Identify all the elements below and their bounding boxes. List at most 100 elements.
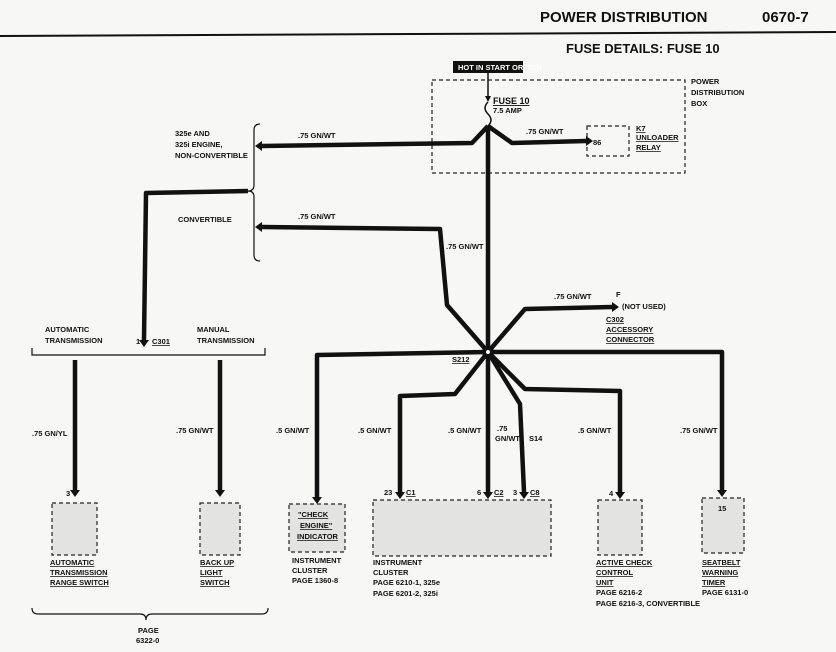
c301-label: C301: [152, 337, 170, 346]
check-engine-caption-3: PAGE 1360-8: [292, 576, 338, 585]
wire-label-c8-2: GN/WT: [495, 434, 520, 443]
wire-c302: [486, 304, 613, 354]
fuse-rating: 7.5 AMP: [493, 106, 522, 115]
arrow-active-check: [615, 492, 625, 499]
wire-seatbelt: [488, 349, 725, 490]
footer-page-1: PAGE: [138, 626, 159, 635]
page-subtitle: FUSE DETAILS: FUSE 10: [566, 41, 720, 56]
arrow-auto-switch: [70, 490, 80, 497]
header-rule: [0, 31, 836, 37]
engine-brace: [247, 123, 261, 262]
active-check-control-unit-box: [597, 499, 643, 556]
seatbelt-caption-1: PAGE 6131-0: [702, 588, 748, 597]
hot-arrow: [485, 96, 491, 102]
cluster-caption-2: CLUSTER: [373, 568, 409, 577]
footer-page-2: 6322-0: [136, 636, 159, 645]
seatbelt-pin: 15: [718, 504, 726, 513]
check-engine-indicator-box: [288, 503, 346, 553]
cluster-conn-c1: C1: [406, 488, 416, 497]
wire-convertible-to-c301: [141, 188, 249, 341]
check-engine-caption-2: CLUSTER: [292, 566, 328, 575]
backup-label-2: LIGHT: [200, 568, 223, 577]
wire-label-engine: .75 GN/WT: [298, 131, 336, 140]
active-check-label-3: UNIT: [596, 578, 614, 587]
check-engine-label-1: "CHECK: [298, 510, 329, 519]
arrow-convertible: [255, 222, 262, 232]
page-brace: [31, 607, 269, 621]
wire-cluster-c1: [397, 350, 490, 492]
c302-pin: F: [616, 290, 621, 299]
wire-label-trunk: .75 GN/WT: [446, 242, 484, 251]
relay-pin: 86: [593, 138, 601, 147]
cluster-caption-4: PAGE 6201-2, 325i: [373, 589, 438, 598]
c302-not-used: (NOT USED): [622, 302, 666, 311]
wire-active-check: [486, 350, 623, 492]
seatbelt-warning-timer-box: [701, 497, 745, 554]
man-trans-label-2: TRANSMISSION: [197, 336, 255, 345]
cluster-caption-1: INSTRUMENT: [373, 558, 423, 567]
cluster-conn-c8: C8: [530, 488, 540, 497]
arrow-engine: [255, 141, 262, 151]
active-check-pin: 4: [609, 489, 614, 498]
wire-label-convertible: .75 GN/WT: [298, 212, 336, 221]
c302-label-1: C302: [606, 315, 624, 324]
arrow-c302: [612, 302, 619, 312]
auto-trans-label-1: AUTOMATIC: [45, 325, 90, 334]
instrument-cluster-box: [372, 499, 552, 557]
wire-label-auto-switch: .75 GN/YL: [32, 429, 68, 438]
hot-label-box: [453, 61, 523, 73]
active-check-caption-2: PAGE 6216-3, CONVERTIBLE: [596, 599, 700, 608]
fuse-name: FUSE 10: [493, 96, 530, 106]
page-code: 0670-7: [762, 9, 809, 26]
splice-s14-label: S14: [529, 434, 543, 443]
arrow-seatbelt: [717, 490, 727, 497]
page-title: POWER DISTRIBUTION: [540, 9, 708, 26]
arrow-relay: [586, 136, 593, 146]
fuse-10-symbol: [484, 101, 492, 127]
splice-s212-label: S212: [452, 355, 470, 364]
wire-label-c1: .5 GN/WT: [358, 426, 392, 435]
wire-convertible: [261, 224, 490, 354]
check-engine-label-2: ENGINE": [300, 521, 333, 530]
arrow-c301: [139, 340, 149, 347]
arrow-c2: [483, 492, 493, 499]
wire-label-seatbelt: .75 GN/WT: [680, 426, 718, 435]
active-check-label-1: ACTIVE CHECK: [596, 558, 653, 567]
cluster-pin-23: 23: [384, 488, 392, 497]
engine-label-2: 325i ENGINE,: [175, 140, 223, 149]
pdb-label-2: DISTRIBUTION: [691, 88, 744, 97]
auto-trans-range-switch-box: [51, 502, 98, 556]
active-check-caption-1: PAGE 6216-2: [596, 588, 642, 597]
check-engine-label-3: INDICATOR: [297, 532, 339, 541]
power-distribution-box: [431, 79, 686, 174]
backup-label-1: BACK UP: [200, 558, 234, 567]
wire-engine-branch: [261, 124, 490, 149]
pdb-label-1: POWER: [691, 77, 720, 86]
cluster-pin-3: 3: [513, 488, 517, 497]
auto-switch-label-1: AUTOMATIC: [50, 558, 95, 567]
convertible-label: CONVERTIBLE: [178, 215, 232, 224]
cluster-pin-6: 6: [477, 488, 481, 497]
arrow-check-engine: [312, 497, 322, 504]
seatbelt-label-2: WARNING: [702, 568, 738, 577]
backup-light-switch-box: [199, 502, 241, 556]
check-engine-caption-1: INSTRUMENT: [292, 556, 342, 565]
wire-label-relay: .75 GN/WT: [526, 127, 564, 136]
wire-label-c2: .5 GN/WT: [448, 426, 482, 435]
splice-s212-center: [486, 350, 490, 354]
cluster-caption-3: PAGE 6210-1, 325e: [373, 578, 440, 587]
c301-pin: 1: [136, 337, 140, 346]
pdb-label-3: BOX: [691, 99, 707, 108]
engine-label-3: NON-CONVERTIBLE: [175, 151, 248, 160]
transmission-bracket: [31, 348, 266, 356]
relay-label-2: UNLOADER: [636, 133, 679, 142]
c302-label-2: ACCESSORY: [606, 325, 653, 334]
c302-label-3: CONNECTOR: [606, 335, 655, 344]
engine-label-1: 325e AND: [175, 129, 210, 138]
arrow-c8: [519, 492, 529, 499]
arrow-c1: [395, 492, 405, 499]
man-trans-label-1: MANUAL: [197, 325, 230, 334]
hot-label: HOT IN START OR RUN: [458, 63, 542, 72]
auto-switch-label-3: RANGE SWITCH: [50, 578, 109, 587]
